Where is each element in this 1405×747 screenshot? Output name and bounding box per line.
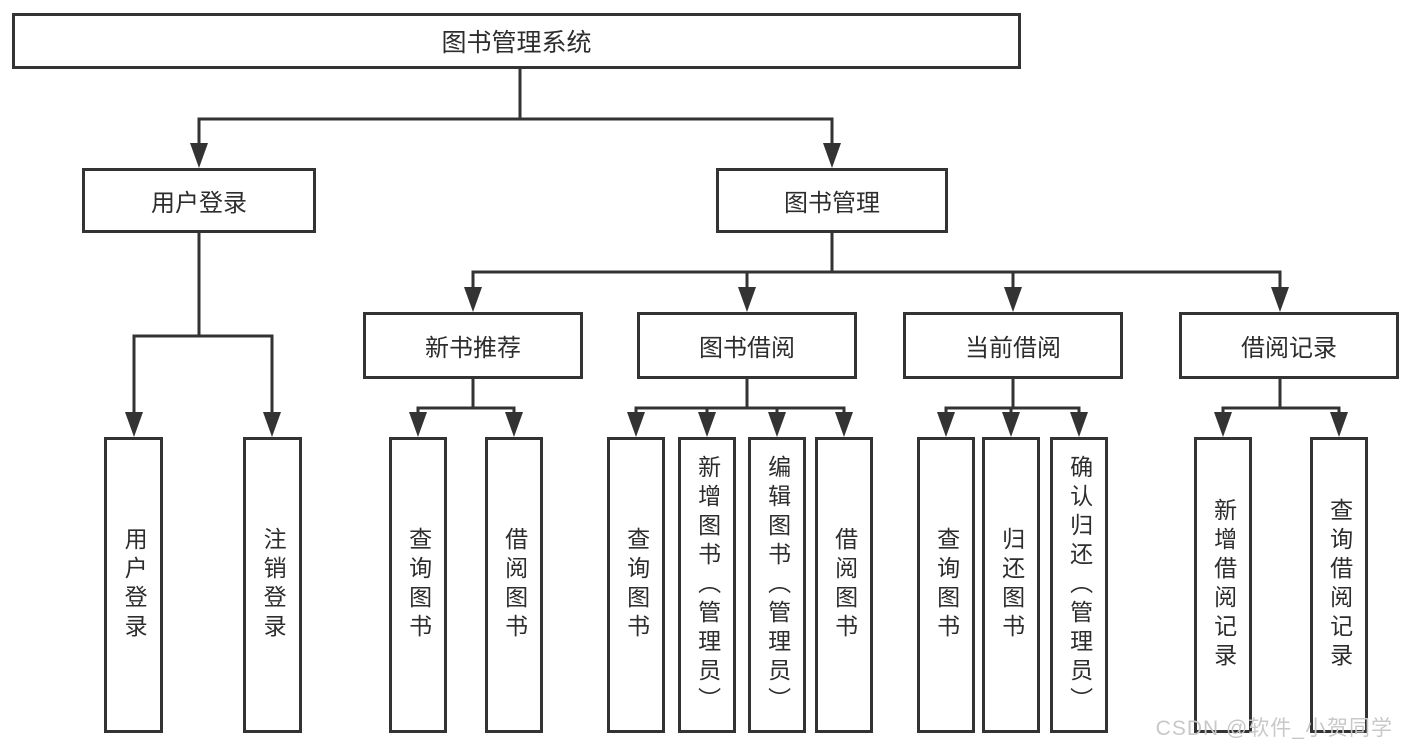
leaf-label: 查询图书 (405, 527, 432, 643)
arrow-down-icon (505, 412, 523, 437)
arrow-down-icon (190, 143, 208, 168)
leaf-user-login: 用户登录 (104, 437, 163, 733)
arrow-down-icon (835, 412, 853, 437)
arrow-down-icon (125, 412, 143, 437)
leaf-edit-books-admin: 编辑图书（管理员） (748, 437, 806, 733)
leaf-label: 查询图书 (933, 527, 960, 643)
node-borrowing-records: 借阅记录 (1179, 312, 1399, 379)
node-new-book-recommend: 新书推荐 (363, 312, 583, 379)
leaf-confirm-return-admin: 确认归还（管理员） (1050, 437, 1108, 733)
leaf-return-books: 归还图书 (982, 437, 1040, 733)
arrow-down-icon (1070, 412, 1088, 437)
node-label: 图书管理 (784, 190, 880, 217)
leaf-label: 查询图书 (623, 527, 650, 643)
arrow-down-icon (409, 412, 427, 437)
node-book-management: 图书管理 (716, 168, 948, 233)
leaf-add-borrow-record: 新增借阅记录 (1194, 437, 1252, 733)
node-label: 当前借阅 (965, 335, 1061, 362)
arrow-down-icon (1271, 287, 1289, 312)
arrow-down-icon (738, 287, 756, 312)
arrow-down-icon (464, 287, 482, 312)
leaf-query-books: 查询图书 (389, 437, 447, 733)
leaf-borrow-books: 借阅图书 (485, 437, 543, 733)
arrow-down-icon (1002, 412, 1020, 437)
arrow-down-icon (823, 143, 841, 168)
leaf-label: 确认归还（管理员） (1066, 454, 1093, 716)
leaf-label: 借阅图书 (501, 527, 528, 643)
watermark: CSDN @软件_小贺同学 (1155, 717, 1393, 740)
node-current-borrowing: 当前借阅 (903, 312, 1123, 379)
arrow-down-icon (263, 412, 281, 437)
node-label: 用户登录 (151, 190, 247, 217)
node-user-login: 用户登录 (82, 168, 316, 233)
leaf-label: 借阅图书 (831, 527, 858, 643)
node-library-system: 图书管理系统 (12, 13, 1021, 69)
node-label: 新书推荐 (425, 335, 521, 362)
arrow-down-icon (1214, 412, 1232, 437)
leaf-label: 用户登录 (121, 527, 148, 643)
node-label: 图书借阅 (699, 335, 795, 362)
arrow-down-icon (937, 412, 955, 437)
leaf-logout: 注销登录 (243, 437, 302, 733)
leaf-query-books: 查询图书 (607, 437, 665, 733)
arrowhead-icons (125, 143, 1348, 437)
leaf-query-borrow-record: 查询借阅记录 (1310, 437, 1368, 733)
tree-edges (132, 68, 1341, 416)
arrow-down-icon (698, 412, 716, 437)
leaf-query-books: 查询图书 (917, 437, 975, 733)
leaf-label: 新增图书（管理员） (694, 454, 721, 716)
node-label: 图书管理系统 (441, 29, 592, 57)
node-book-borrowing: 图书借阅 (637, 312, 857, 379)
arrow-down-icon (768, 412, 786, 437)
leaf-label: 归还图书 (998, 527, 1025, 643)
arrow-down-icon (1004, 287, 1022, 312)
leaf-label: 编辑图书（管理员） (764, 454, 791, 716)
leaf-label: 新增借阅记录 (1210, 498, 1237, 672)
node-label: 借阅记录 (1241, 335, 1337, 362)
leaf-label: 注销登录 (260, 527, 287, 643)
arrow-down-icon (1330, 412, 1348, 437)
leaf-borrow-books: 借阅图书 (815, 437, 873, 733)
leaf-label: 查询借阅记录 (1326, 498, 1353, 672)
leaf-add-books-admin: 新增图书（管理员） (678, 437, 736, 733)
arrow-down-icon (627, 412, 645, 437)
